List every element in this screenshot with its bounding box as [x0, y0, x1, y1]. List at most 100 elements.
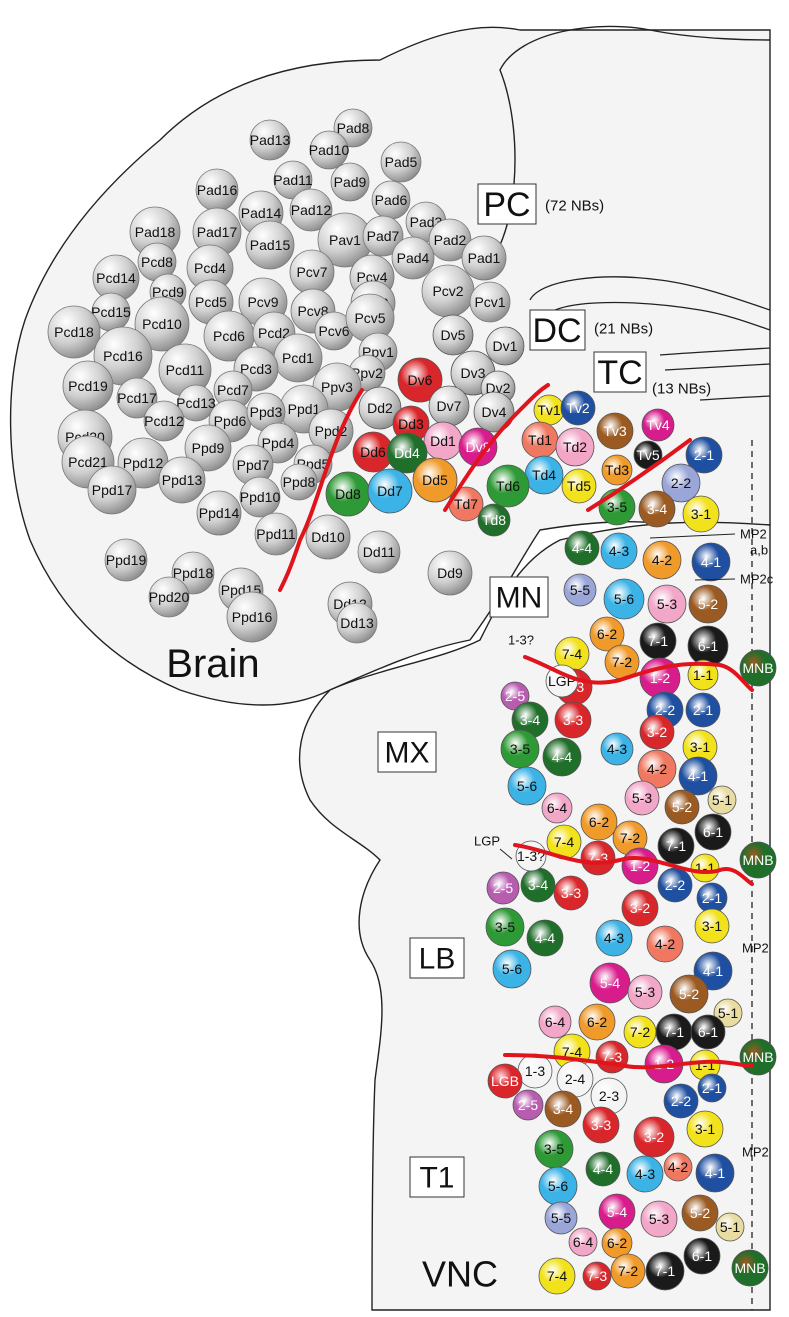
neuroblast-cell [580, 803, 618, 841]
neuroblast-label: 3-1 [702, 918, 722, 934]
neuroblast-pad11: Pad11 [273, 160, 313, 200]
neuroblast-tv1: Tv1 [533, 394, 565, 426]
neuroblast-1-3: 1-3 [517, 1053, 553, 1089]
neuroblast-cell [538, 1005, 572, 1039]
neuroblast-cell [627, 974, 663, 1010]
neuroblast-1-1: 1-1 [690, 853, 720, 883]
neuroblast-label: 5-2 [679, 986, 699, 1002]
neuroblast-label: Ppd9 [192, 440, 225, 456]
neuroblast-3-4: 3-4 [520, 867, 556, 903]
neuroblast-7-1: 7-1 [655, 1013, 693, 1051]
neuroblast-label: 2-5 [493, 880, 513, 896]
neuroblast-label: 4-1 [688, 768, 708, 784]
neuroblast-label: Pad5 [385, 154, 418, 170]
neuroblast-label: 3-3 [591, 1117, 611, 1133]
t1-label-box [409, 1156, 465, 1198]
neuroblast-label: Ppd18 [173, 565, 214, 581]
neuroblast-cell [477, 503, 511, 537]
neuroblast-7-4: 7-4 [546, 824, 582, 860]
neuroblast-label: Pav1 [329, 232, 361, 248]
neuroblast-5-6: 5-6 [507, 766, 547, 806]
mp2c-pointer [694, 578, 736, 581]
neuroblast-label: 7-1 [664, 1024, 684, 1040]
neuroblast-label: Td6 [496, 478, 520, 494]
neuroblast-label: 7-2 [618, 1263, 638, 1279]
neuroblast-cell [512, 1089, 544, 1121]
neuroblast-cell [589, 616, 625, 652]
neuroblast-label: Dd11 [363, 544, 396, 560]
neuroblast-label: Dv6 [408, 372, 433, 388]
neuroblast-label: Ppd7 [237, 457, 270, 473]
neuroblast-label: 7-4 [562, 1044, 582, 1060]
neuroblast-label: 3-1 [695, 1121, 715, 1137]
neuroblast-dd8: Dd8 [325, 471, 371, 517]
neuroblast-label: Pad10 [309, 142, 350, 158]
neuroblast-label: 3-3 [563, 712, 583, 728]
region-labels: PC (72 NBs) DC (21 NBs) TC (13 NBs) MN M… [166, 183, 711, 1295]
neuroblast-6-1: 6-1 [687, 625, 729, 667]
neuroblast-cell [143, 400, 185, 442]
neuroblast-label: Ppd12 [123, 455, 164, 471]
neuroblast-ppd9: Ppd9 [184, 424, 232, 472]
neuroblast-dv5: Dv5 [432, 314, 474, 356]
neuroblast-label: Pcv7 [296, 264, 327, 280]
neuroblast-3-1: 3-1 [682, 495, 720, 533]
neuroblast-dd4: Dd4 [386, 432, 428, 474]
neuroblast-cell [507, 766, 547, 806]
neuroblast-cell [610, 1253, 646, 1289]
neuroblast-5-5: 5-5 [544, 1201, 578, 1235]
neuroblast-label: 2-5 [518, 1097, 538, 1113]
tc-label-box [593, 351, 647, 393]
neuroblast-cell [663, 1152, 693, 1182]
neuroblast-pcd7: Pcd7 [213, 370, 253, 410]
neuroblast-label: 6-1 [698, 638, 718, 654]
neuroblast-ppd20: Ppd20 [148, 576, 189, 618]
neuroblast-td1: Td1 [521, 421, 559, 459]
neuroblast-3-5: 3-5 [598, 488, 636, 526]
neuroblast-cell [116, 377, 158, 419]
neuroblast-3-1: 3-1 [682, 729, 718, 765]
neuroblast-ppd8: Ppd8 [280, 463, 318, 501]
neuroblast-cell [645, 1251, 685, 1291]
neuroblast-label: 3-5 [607, 499, 627, 515]
neuroblast-label: 2-4 [565, 1071, 585, 1087]
neuroblast-label: Pcv8 [297, 303, 328, 319]
neuroblast-6-1: 6-1 [694, 813, 732, 851]
neuroblast-label: 4-4 [572, 540, 592, 556]
neuroblast-7-3: 7-3 [580, 840, 616, 876]
neuroblast-label: Td8 [482, 512, 506, 528]
neuroblast-label: Pad11 [273, 172, 313, 188]
neuroblast-ppd11: Ppd11 [254, 512, 298, 556]
neuroblast-5-2: 5-2 [664, 789, 700, 825]
neuroblast-pad9: Pad9 [330, 162, 370, 202]
neuroblast-cell [664, 789, 700, 825]
neuroblast-label: Ppv3 [321, 379, 353, 395]
neuroblast-3-1: 3-1 [686, 1110, 724, 1148]
annotations: MP2 a,b MP2c MP2 MP2 1-3? LGP [474, 527, 774, 1160]
neuroblast-label: Pcv1 [474, 294, 505, 310]
neuroblast-cell [585, 1151, 621, 1187]
neuroblast-3-2: 3-2 [633, 1116, 675, 1158]
neuroblast-2-5: 2-5 [500, 681, 530, 711]
neuroblast-label: Dd4 [394, 445, 420, 461]
neuroblast-pad4: Pad4 [391, 236, 435, 280]
neuroblast-td2: Td2 [555, 427, 595, 467]
neuroblast-cell [391, 236, 435, 280]
segment-border-1 [278, 388, 364, 592]
neuroblast-label: Dd2 [367, 400, 393, 416]
neuroblast-cell [336, 602, 378, 644]
neuroblast-cell [600, 532, 638, 570]
tc-label: TC [597, 354, 642, 392]
neuroblast-label: 5-3 [649, 1211, 669, 1227]
neuroblast-2-5: 2-5 [512, 1089, 544, 1121]
neuroblast-label: Pad8 [337, 120, 370, 136]
neuroblast-pcd6: Pcd6 [203, 310, 255, 362]
neuroblast-cell [358, 386, 402, 430]
neuroblast-label: 3-5 [510, 741, 530, 757]
neuroblast-pcd18: Pcd18 [47, 305, 101, 359]
neuroblast-label: 6-1 [698, 1024, 718, 1040]
neuroblast-6-2: 6-2 [589, 616, 625, 652]
neuroblast-cell [87, 465, 137, 515]
neuroblast-cell [683, 1237, 721, 1275]
